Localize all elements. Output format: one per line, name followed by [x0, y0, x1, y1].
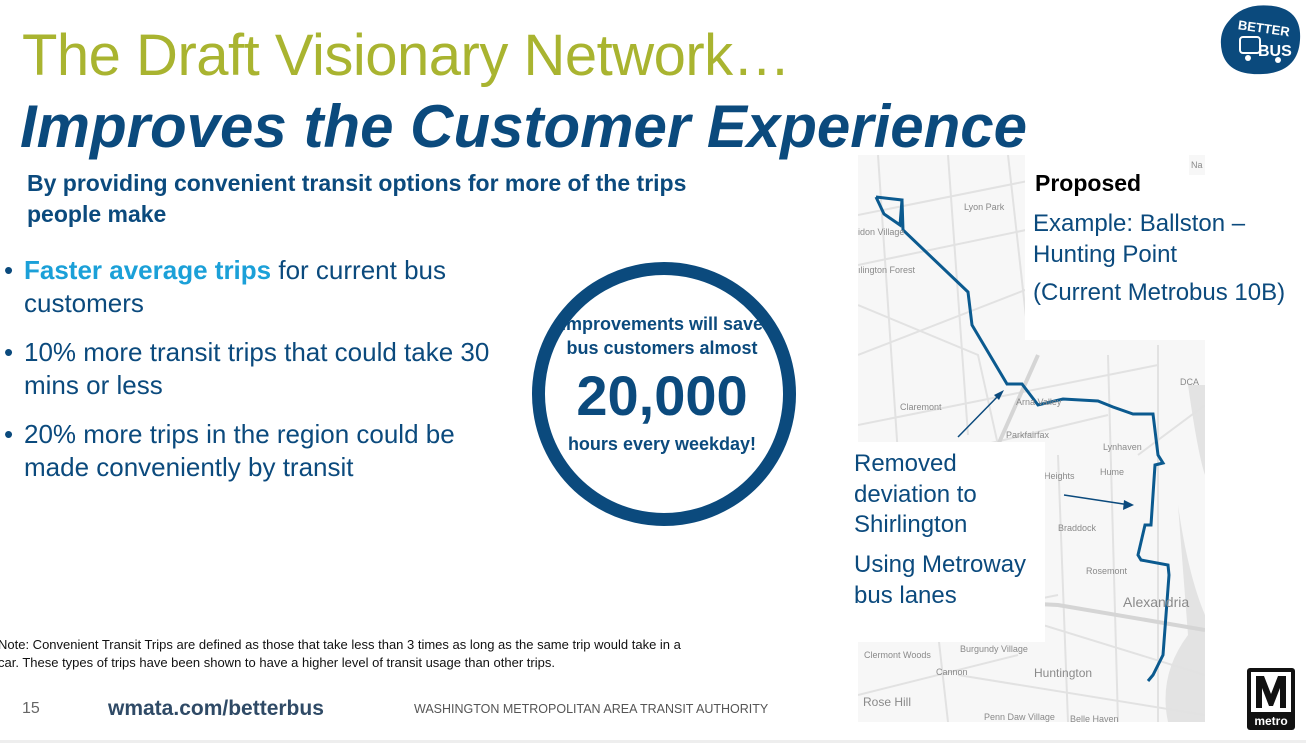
map-textbox-bottom [848, 442, 1045, 642]
metroway-text: Using Metroway bus lanes [854, 551, 1027, 609]
bullet-list: •Faster average trips for current bus cu… [4, 254, 524, 500]
map-label: Lynhaven [1103, 442, 1142, 452]
map-label: Cannon [936, 667, 968, 677]
example-text: Example: Ballston – Hunting Point [1033, 210, 1246, 268]
current-route-text: (Current Metrobus 10B) [1033, 279, 1286, 306]
callout-number: 20,000 [576, 364, 748, 427]
subtitle: By providing convenient transit options … [27, 170, 687, 227]
bullet-highlight: Faster average trips [24, 255, 272, 285]
svg-text:BETTER: BETTER [1237, 17, 1291, 39]
map-textbox-top [1025, 175, 1205, 340]
map-label: Rosemont [1086, 566, 1128, 576]
map-label: Burgundy Village [960, 644, 1028, 654]
bullet-item: •10% more transit trips that could take … [4, 337, 490, 400]
bullet-text: for current bus customers [24, 255, 446, 318]
map-textbox-top-strip [1025, 155, 1189, 175]
map-label: Na [1191, 160, 1203, 170]
footer-url[interactable]: wmata.com/betterbus [108, 697, 324, 720]
title-line-1: The Draft Visionary Network… [22, 23, 791, 88]
map-label: Braddock [1058, 523, 1097, 533]
betterbus-logo: BETTER BUS [1220, 5, 1301, 75]
callout-text: Improvements will save bus customers alm… [560, 312, 764, 456]
map-label: Rose Hill [863, 695, 911, 709]
bullet-item: •Faster average trips for current bus cu… [4, 255, 446, 318]
map-label: Lyon Park [964, 202, 1005, 212]
svg-text:BUS: BUS [1258, 43, 1292, 60]
page-number: 15 [22, 700, 40, 717]
title-line-2: Improves the Customer Experience [20, 93, 1028, 160]
removed-deviation-text: Removed deviation to Shirlington [854, 450, 977, 538]
bullet-item: •20% more trips in the region could be m… [4, 419, 455, 482]
map-label: idon Village [858, 227, 904, 237]
map-label: ılington Forest [858, 265, 916, 275]
svg-text:metro: metro [1254, 714, 1287, 728]
map-label: Penn Daw Village [984, 712, 1055, 722]
callout-line1: Improvements will save bus customers alm… [560, 314, 764, 358]
map-label: Hume [1100, 467, 1124, 477]
bottom-divider [0, 740, 1306, 743]
proposed-label: Proposed [1035, 170, 1142, 196]
map-label: DCA [1180, 377, 1199, 387]
map-label: Clermont Woods [864, 650, 931, 660]
map-label: Alexandria [1123, 594, 1189, 610]
map-label: Heights [1044, 471, 1075, 481]
bullet-text: 20% more trips in the region could be ma… [24, 419, 455, 482]
footer-org: WASHINGTON METROPOLITAN AREA TRANSIT AUT… [414, 702, 769, 716]
map-label: Parkfairfax [1006, 430, 1050, 440]
map-label: Huntington [1034, 666, 1092, 680]
bullet-text: 10% more transit trips that could take 3… [24, 337, 490, 400]
callout-line2: hours every weekday! [567, 434, 757, 454]
map-label: Belle Haven [1070, 714, 1119, 722]
footnote: Note: Convenient Transit Trips are defin… [0, 637, 681, 670]
metro-logo: metro [1247, 668, 1295, 730]
map-label: Claremont [900, 402, 942, 412]
map-label: Arna Valley [1016, 397, 1062, 407]
